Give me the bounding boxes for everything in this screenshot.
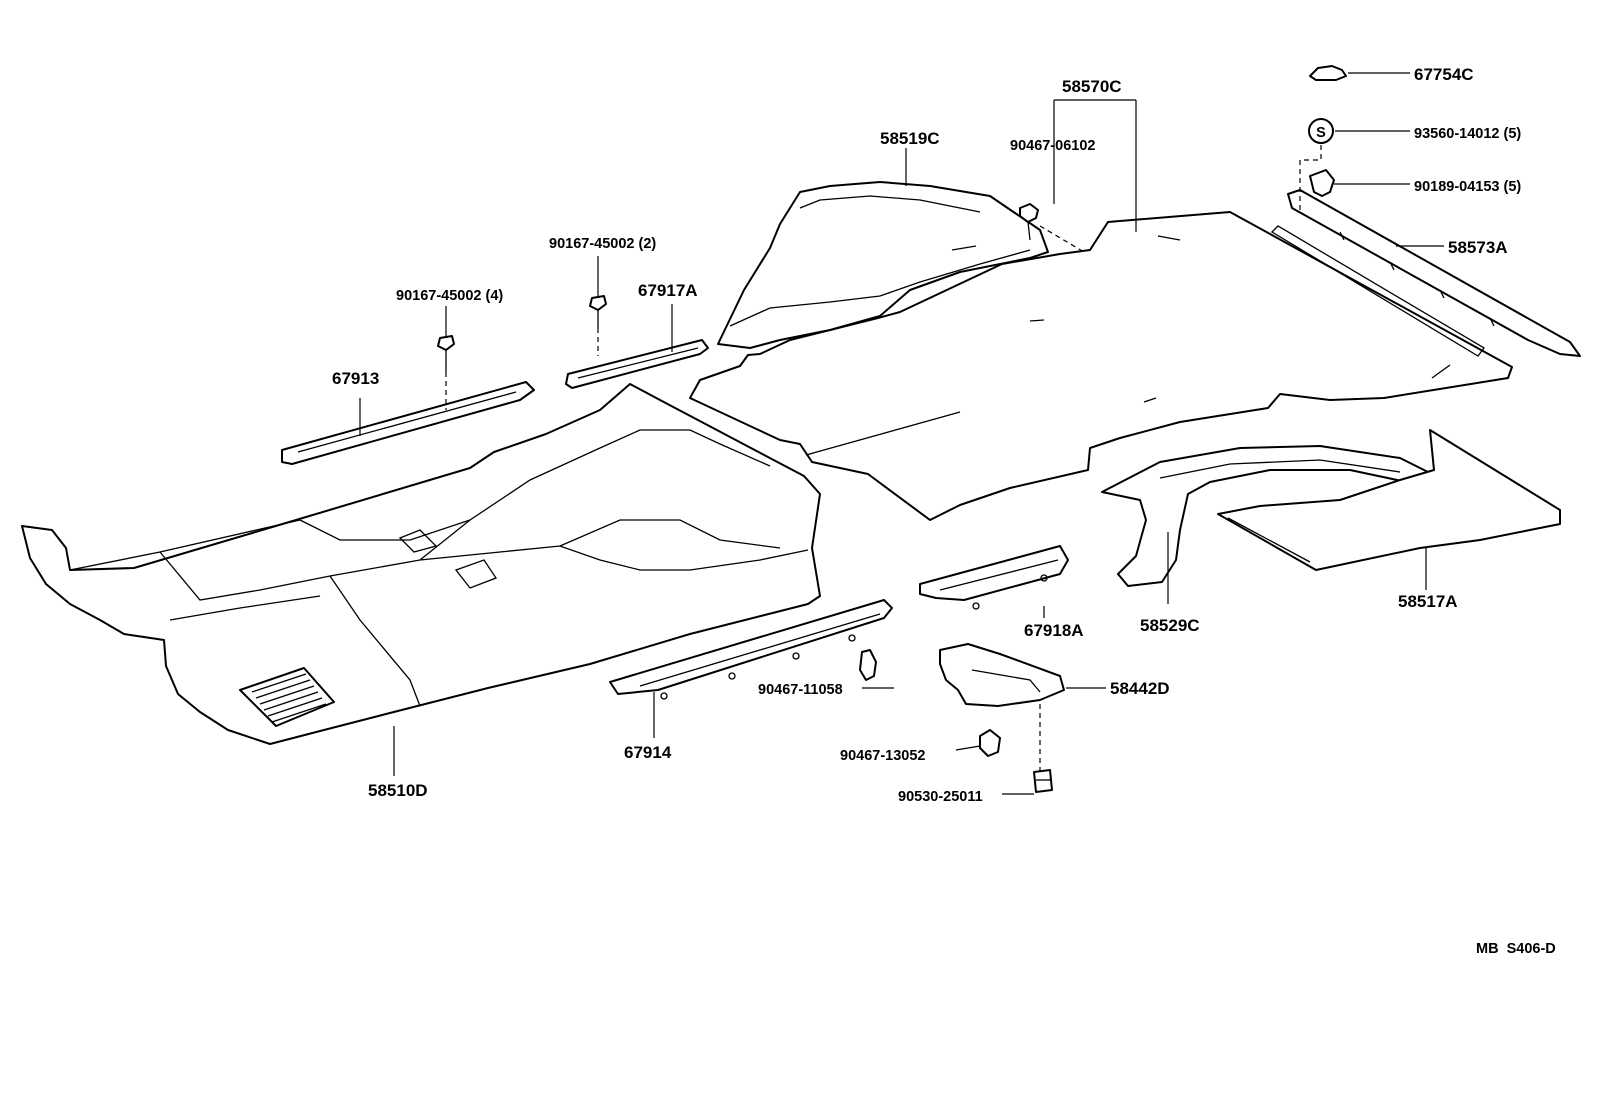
label-90167-45002-4: 90167-45002 (4) (396, 288, 503, 304)
scuff-plate-67913 (281, 381, 535, 465)
label-93560-14012: 93560-14012 (5) (1414, 126, 1521, 142)
clip-90530-25011-icon (1033, 769, 1053, 793)
label-90467-11058: 90467-11058 (758, 682, 843, 698)
label-58517a: 58517A (1398, 592, 1458, 611)
label-90467-13052: 90467-13052 (840, 748, 925, 764)
label-58573a: 58573A (1448, 238, 1508, 257)
label-67918a: 67918A (1024, 621, 1084, 640)
bracket-58442d (939, 643, 1065, 707)
rear-side-mat-58517a (1217, 429, 1561, 571)
label-67917a: 67917A (638, 281, 698, 300)
label-67754c: 67754C (1414, 65, 1474, 84)
diagram-id: MB S406-D (1476, 941, 1556, 957)
scuff-plate-67918a (919, 545, 1069, 610)
label-58570c: 58570C (1062, 77, 1122, 96)
clip-90467-11058-icon (859, 649, 877, 681)
washer-symbol: S (1316, 125, 1326, 141)
scuff-plate-67914 (609, 599, 893, 700)
label-58442d: 58442D (1110, 679, 1170, 698)
part-labels: 67754C 58570C 93560-14012 (5) 58519C 904… (332, 65, 1556, 957)
label-90530-25011: 90530-25011 (898, 789, 983, 805)
screw-90167-2-icon (589, 295, 607, 328)
label-67913: 67913 (332, 369, 379, 388)
clip-90467-06102-icon (1019, 203, 1039, 241)
label-58519c: 58519C (880, 129, 940, 148)
label-58529c: 58529C (1140, 616, 1200, 635)
leader-lines (359, 72, 1444, 795)
label-90189-04153: 90189-04153 (5) (1414, 179, 1521, 195)
retainer-58573a (1270, 189, 1581, 357)
label-90167-45002-2: 90167-45002 (2) (549, 236, 656, 252)
label-58510d: 58510D (368, 781, 428, 800)
cap-67754c-icon (1309, 65, 1347, 81)
screw-90167-4-icon (437, 335, 455, 372)
label-90467-06102: 90467-06102 (1010, 138, 1095, 154)
wheel-housing-cover-58529c (1101, 445, 1429, 587)
washer-93560-icon: S (1308, 118, 1334, 144)
wheel-housing-cover-58519c (717, 181, 1049, 349)
label-67914: 67914 (624, 743, 672, 762)
clip-90189-icon (1309, 169, 1335, 197)
front-floor-carpet-58510d (21, 383, 821, 745)
scuff-plate-67917a (565, 339, 709, 389)
rear-floor-carpet-58570c (689, 211, 1513, 521)
clip-90467-13052-icon (979, 729, 1001, 757)
